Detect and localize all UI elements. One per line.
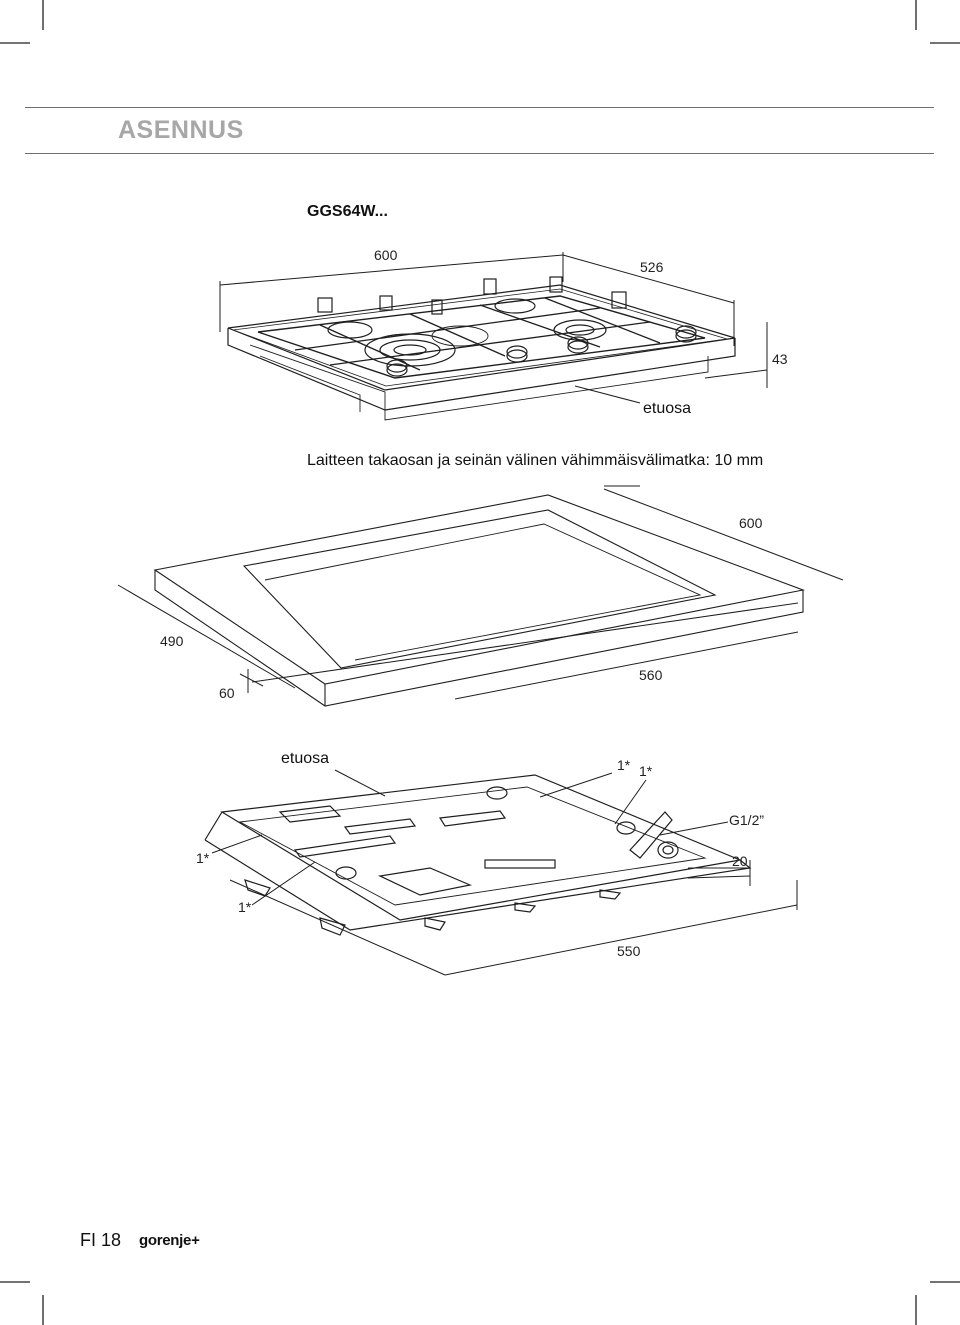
fig1-height-label: 43 — [772, 351, 788, 367]
hob-underside-illustration — [204, 769, 798, 976]
dimension-lines-fig2 — [117, 485, 844, 700]
fig2-depth-label: 490 — [160, 633, 184, 649]
dimension-lines-fig3 — [211, 769, 798, 976]
brand-logo: gorenje+ — [139, 1232, 200, 1249]
fig3-marker-2: 1* — [639, 763, 653, 779]
page-number: FI 18 — [80, 1230, 122, 1250]
fig2-width-label: 600 — [739, 515, 763, 531]
fig3-front-label: etuosa — [281, 750, 330, 767]
header-rule-bottom — [25, 153, 934, 154]
fig3-marker-1: 1* — [617, 757, 631, 773]
fig3-marker-4: 1* — [238, 899, 252, 915]
fig1-width-label: 600 — [374, 247, 398, 263]
fig3-width-label: 550 — [617, 943, 641, 959]
hob-top-illustration — [219, 252, 768, 421]
fig2-cutout-width-label: 560 — [639, 667, 663, 683]
cutout-illustration — [117, 485, 844, 707]
model-name: GGS64W... — [307, 203, 388, 220]
fig1-front-label: etuosa — [643, 400, 692, 417]
dimension-lines-fig1 — [219, 252, 768, 404]
fig2-offset-label: 60 — [219, 685, 235, 701]
clearance-note: Laitteen takaosan ja seinän välinen vähi… — [307, 452, 764, 469]
fig3-marker-3: 1* — [196, 850, 210, 866]
fig3-height-label: 20 — [732, 853, 748, 869]
header-rule-top — [25, 107, 934, 108]
fig1-depth-label: 526 — [640, 259, 664, 275]
fig3-thread-label: G1/2” — [729, 812, 765, 828]
section-title: ASENNUS — [118, 116, 244, 144]
